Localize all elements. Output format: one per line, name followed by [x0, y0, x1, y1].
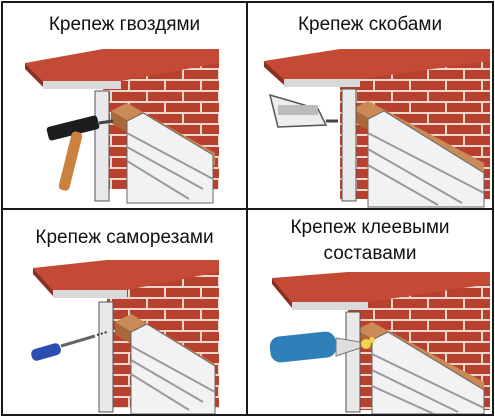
- screwdriver-icon: [31, 331, 108, 361]
- panel-staples: Крепеж скобами: [246, 1, 494, 210]
- panel-title: Крепеж саморезами: [35, 227, 214, 248]
- wall-illustration: [264, 49, 490, 208]
- panel-title: Крепеж скобами: [297, 14, 443, 35]
- staple-gun-icon: [268, 93, 338, 128]
- panel-nails: Крепеж гвоздями: [1, 1, 248, 210]
- panel-glue: Крепеж клеевыми составами: [246, 208, 494, 416]
- wall-illustration: [25, 49, 219, 204]
- hammer-icon: [46, 115, 114, 191]
- pvc-panel: [98, 301, 216, 414]
- panel-title: Крепеж гвоздями: [48, 14, 201, 35]
- panel-title-line1: Крепеж клеевыми: [290, 217, 450, 238]
- pvc-panel: [345, 311, 485, 414]
- panel-screws: Крепеж саморезами: [1, 208, 248, 416]
- glue-gun-icon: [269, 331, 375, 363]
- pvc-panel: [94, 90, 214, 204]
- wall-illustration: [269, 272, 490, 414]
- wall-illustration: [31, 260, 219, 414]
- pvc-panel: [341, 88, 485, 208]
- panel-title-line2: составами: [323, 243, 417, 264]
